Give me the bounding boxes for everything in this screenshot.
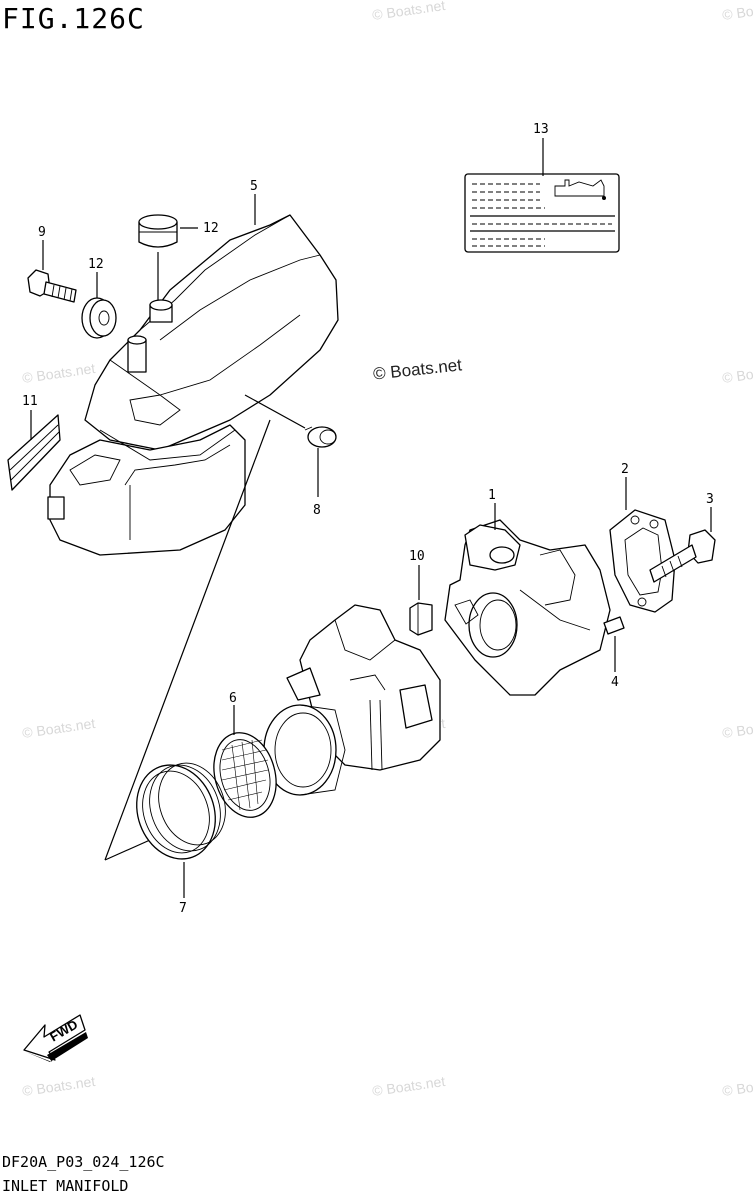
part-1-inlet-manifold[interactable] xyxy=(444,519,611,696)
callout-13: 13 xyxy=(533,122,549,137)
part-7-seal-ring[interactable] xyxy=(124,754,237,871)
part-8-grommet[interactable] xyxy=(304,426,337,448)
callout-7: 7 xyxy=(179,901,187,916)
callout-1: 1 xyxy=(488,488,496,503)
part-2-gasket[interactable] xyxy=(609,509,676,613)
callout-11: 11 xyxy=(22,394,38,409)
figure-title: FIG.126C xyxy=(2,2,145,35)
callout-10: 10 xyxy=(409,549,425,564)
part-12-grommet-lower[interactable] xyxy=(81,297,117,339)
part-12-grommet-upper[interactable] xyxy=(138,214,178,248)
throttle-body[interactable] xyxy=(263,604,441,796)
callout-6: 6 xyxy=(229,691,237,706)
fwd-arrow: FWD xyxy=(23,1014,88,1062)
part-3-bolt[interactable] xyxy=(649,529,716,583)
callout-12-lower: 12 xyxy=(88,257,104,272)
diagram-name: INLET MANIFOLD xyxy=(2,1177,129,1195)
part-10-clip[interactable] xyxy=(409,602,433,636)
callout-3: 3 xyxy=(706,492,714,507)
callout-5: 5 xyxy=(250,179,258,194)
part-13-label-plate[interactable] xyxy=(464,173,620,253)
part-9-bolt[interactable] xyxy=(27,269,77,303)
part-4-dowel-pin[interactable] xyxy=(603,616,625,635)
diagram-code: DF20A_P03_024_126C xyxy=(2,1153,165,1171)
callout-2: 2 xyxy=(621,462,629,477)
part-5-intake-silencer[interactable] xyxy=(47,214,339,556)
callout-8: 8 xyxy=(313,503,321,518)
callout-4: 4 xyxy=(611,675,619,690)
callout-12-upper: 12 xyxy=(203,221,219,236)
callout-9: 9 xyxy=(38,225,46,240)
part-6-screen[interactable] xyxy=(205,726,285,825)
part-11-seal-strip[interactable] xyxy=(7,414,61,491)
